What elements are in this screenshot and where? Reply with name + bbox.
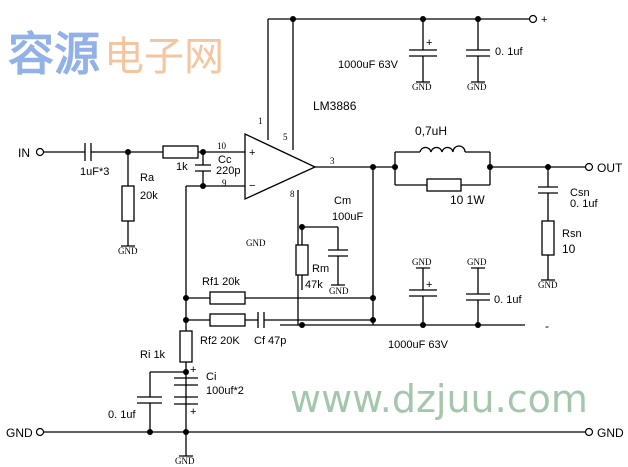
gnd-label: GND (118, 246, 138, 256)
polarity-plus: + (426, 279, 432, 291)
feedback-network: Rf1 20k Rf2 20K Cf 47p (183, 276, 376, 347)
cm-name: Cm (334, 195, 351, 207)
out-label: OUT (597, 161, 623, 175)
pin-label: 3 (330, 156, 335, 166)
bottom-bulk-cap-label: 1000uF 63V (388, 339, 449, 351)
in-terminal (35, 147, 45, 157)
watermark-url: www.dzjuu.com (290, 377, 588, 421)
gnd-right-label: GND (597, 426, 624, 440)
r-in-resistor (162, 145, 199, 159)
polarity-plus: + (190, 406, 196, 418)
rf2-label: Rf2 20K (200, 335, 240, 347)
cc-value: 220p (216, 165, 240, 177)
watermark-cn2: 电子网 (104, 34, 224, 80)
cm-value: 100uF (332, 211, 363, 223)
ra-value: 20k (140, 190, 158, 202)
gnd-left-label: GND (6, 426, 33, 440)
negative-rail: + GND GND 0. 1uf 1000uF 63V - (280, 257, 549, 351)
polarity-plus: + (426, 37, 432, 49)
top-bulk-cap-label: 1000uF 63V (338, 59, 399, 71)
chip-name: LM3886 (313, 99, 357, 113)
inductor-label: 0,7uH (415, 124, 447, 138)
ra-resistor (121, 185, 135, 222)
r-out-label: 10 1W (450, 193, 485, 207)
bottom-small-cap-label: 0. 1uf (494, 294, 522, 306)
top-bulk-capacitor: + 1000uF 63V GND (338, 19, 437, 92)
top-small-cap-label: 0. 1uf (495, 46, 523, 58)
input-ground-network: Ri 1k + + Ci 100uf*2 0. 1uf GND GND GND (6, 330, 624, 466)
input-section: IN 1uF*3 Ra 20k GND 1k Cc 220p (18, 143, 245, 432)
r-in-label: 1k (176, 161, 188, 173)
cf-label: Cf 47p (254, 335, 286, 347)
rsn-name: Rsn (562, 228, 582, 240)
watermark: 容源 电子网 www.dzjuu.com (8, 27, 588, 421)
positive-terminal (528, 14, 538, 24)
rf1-label: Rf1 20k (202, 276, 240, 288)
pin-label: 5 (283, 132, 288, 142)
negative-label: - (545, 319, 549, 333)
positive-rail: + (267, 14, 547, 150)
ri-label: Ri 1k (140, 349, 166, 361)
positive-label: + (541, 14, 547, 26)
rm-resistor (295, 244, 309, 276)
rf1-resistor (209, 291, 246, 305)
in-label: IN (18, 146, 30, 160)
watermark-cn1: 容源 (8, 27, 100, 81)
gnd-label: GND (246, 238, 266, 248)
rf2-resistor (209, 313, 246, 327)
ci-name: Ci (206, 371, 216, 383)
minus-input-mark: − (249, 180, 255, 192)
cc-name: Cc (218, 154, 232, 166)
mute-network: Cm 100uF Rm 47k GND GND (246, 190, 363, 325)
pin-label: 1 (258, 116, 263, 126)
ci-value: 100uf*2 (206, 385, 244, 397)
gnd-label: GND (412, 257, 432, 267)
out-terminal (584, 162, 594, 172)
gnd-label: GND (412, 82, 432, 92)
polarity-plus: + (190, 364, 196, 376)
gnd-label: GND (538, 280, 558, 290)
input-cap-label: 1uF*3 (80, 166, 109, 178)
rm-name: Rm (312, 263, 329, 275)
r-out-resistor (426, 178, 462, 192)
ra-name: Ra (140, 172, 155, 184)
rsn-value: 10 (562, 242, 576, 256)
pin-label: 9 (222, 178, 227, 188)
plus-input-mark: + (249, 147, 255, 159)
ri-resistor (179, 330, 193, 363)
lm3886-opamp: LM3886 + − 1 5 10 9 3 8 (217, 99, 357, 201)
rsn-resistor (541, 220, 555, 256)
inductor (419, 145, 466, 153)
gnd-small-cap-label: 0. 1uf (108, 409, 136, 421)
rm-value: 47k (305, 279, 323, 291)
pin-label: 10 (217, 141, 227, 151)
gnd-right-terminal (584, 427, 594, 437)
pin-label: 8 (290, 189, 295, 199)
gnd-label: GND (175, 456, 195, 466)
output-section: 0,7uH 10 1W OUT Csn 0. 1uf Rsn 10 GND (315, 124, 623, 325)
csn-name: Csn (570, 187, 590, 199)
gnd-label: GND (467, 82, 487, 92)
csn-value: 0. 1uf (570, 198, 598, 210)
gnd-label: GND (467, 257, 487, 267)
top-small-capacitor: 0. 1uf GND (466, 19, 523, 92)
gnd-left-terminal (35, 427, 45, 437)
gnd-label: GND (329, 286, 349, 296)
